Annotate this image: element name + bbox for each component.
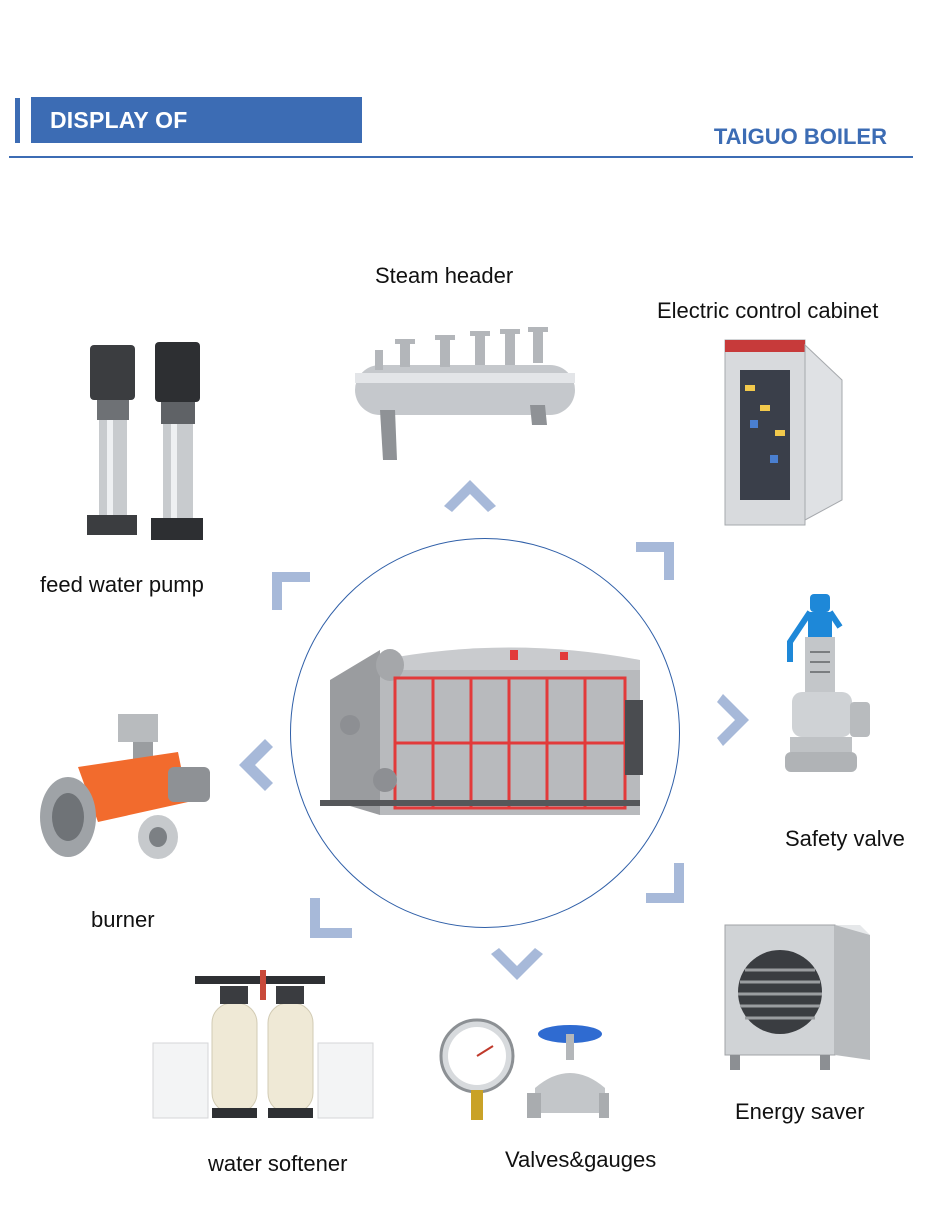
brand-name: TAIGUO BOILER [713, 124, 887, 149]
steam-header-image [335, 325, 585, 465]
arrow-down-right-icon [640, 855, 700, 915]
burner-image [38, 712, 213, 870]
arrow-up-left-icon [262, 560, 322, 620]
arrow-down-left-icon [300, 890, 360, 950]
safety-valve-image [780, 592, 880, 787]
label-electric-cabinet: Electric control cabinet [657, 298, 879, 323]
section-title: DISPLAY OF ACCESSORIES [31, 97, 362, 179]
label-burner: burner [91, 907, 155, 932]
arrow-left-icon [225, 735, 285, 795]
header-accent-bar [15, 98, 20, 143]
label-feed-pump: feed water pump [40, 572, 204, 597]
arrow-down-icon [487, 930, 547, 990]
arrow-right-icon [705, 690, 765, 750]
valves-gauges-image [435, 1018, 610, 1128]
water-softener-image [150, 968, 375, 1120]
header-divider [9, 156, 913, 158]
energy-saver-image [720, 920, 875, 1075]
arrow-up-icon [440, 470, 500, 530]
feed-pump-image [85, 340, 210, 550]
label-water-softener: water softener [208, 1151, 348, 1176]
boiler-image [320, 640, 650, 825]
label-valves-gauges: Valves&gauges [505, 1147, 657, 1172]
arrow-up-right-icon [630, 530, 690, 590]
label-energy-saver: Energy saver [735, 1099, 865, 1124]
label-steam-header: Steam header [375, 263, 514, 288]
center-circle [290, 538, 680, 928]
label-safety-valve: Safety valve [785, 826, 905, 851]
electric-cabinet-image [720, 335, 845, 530]
